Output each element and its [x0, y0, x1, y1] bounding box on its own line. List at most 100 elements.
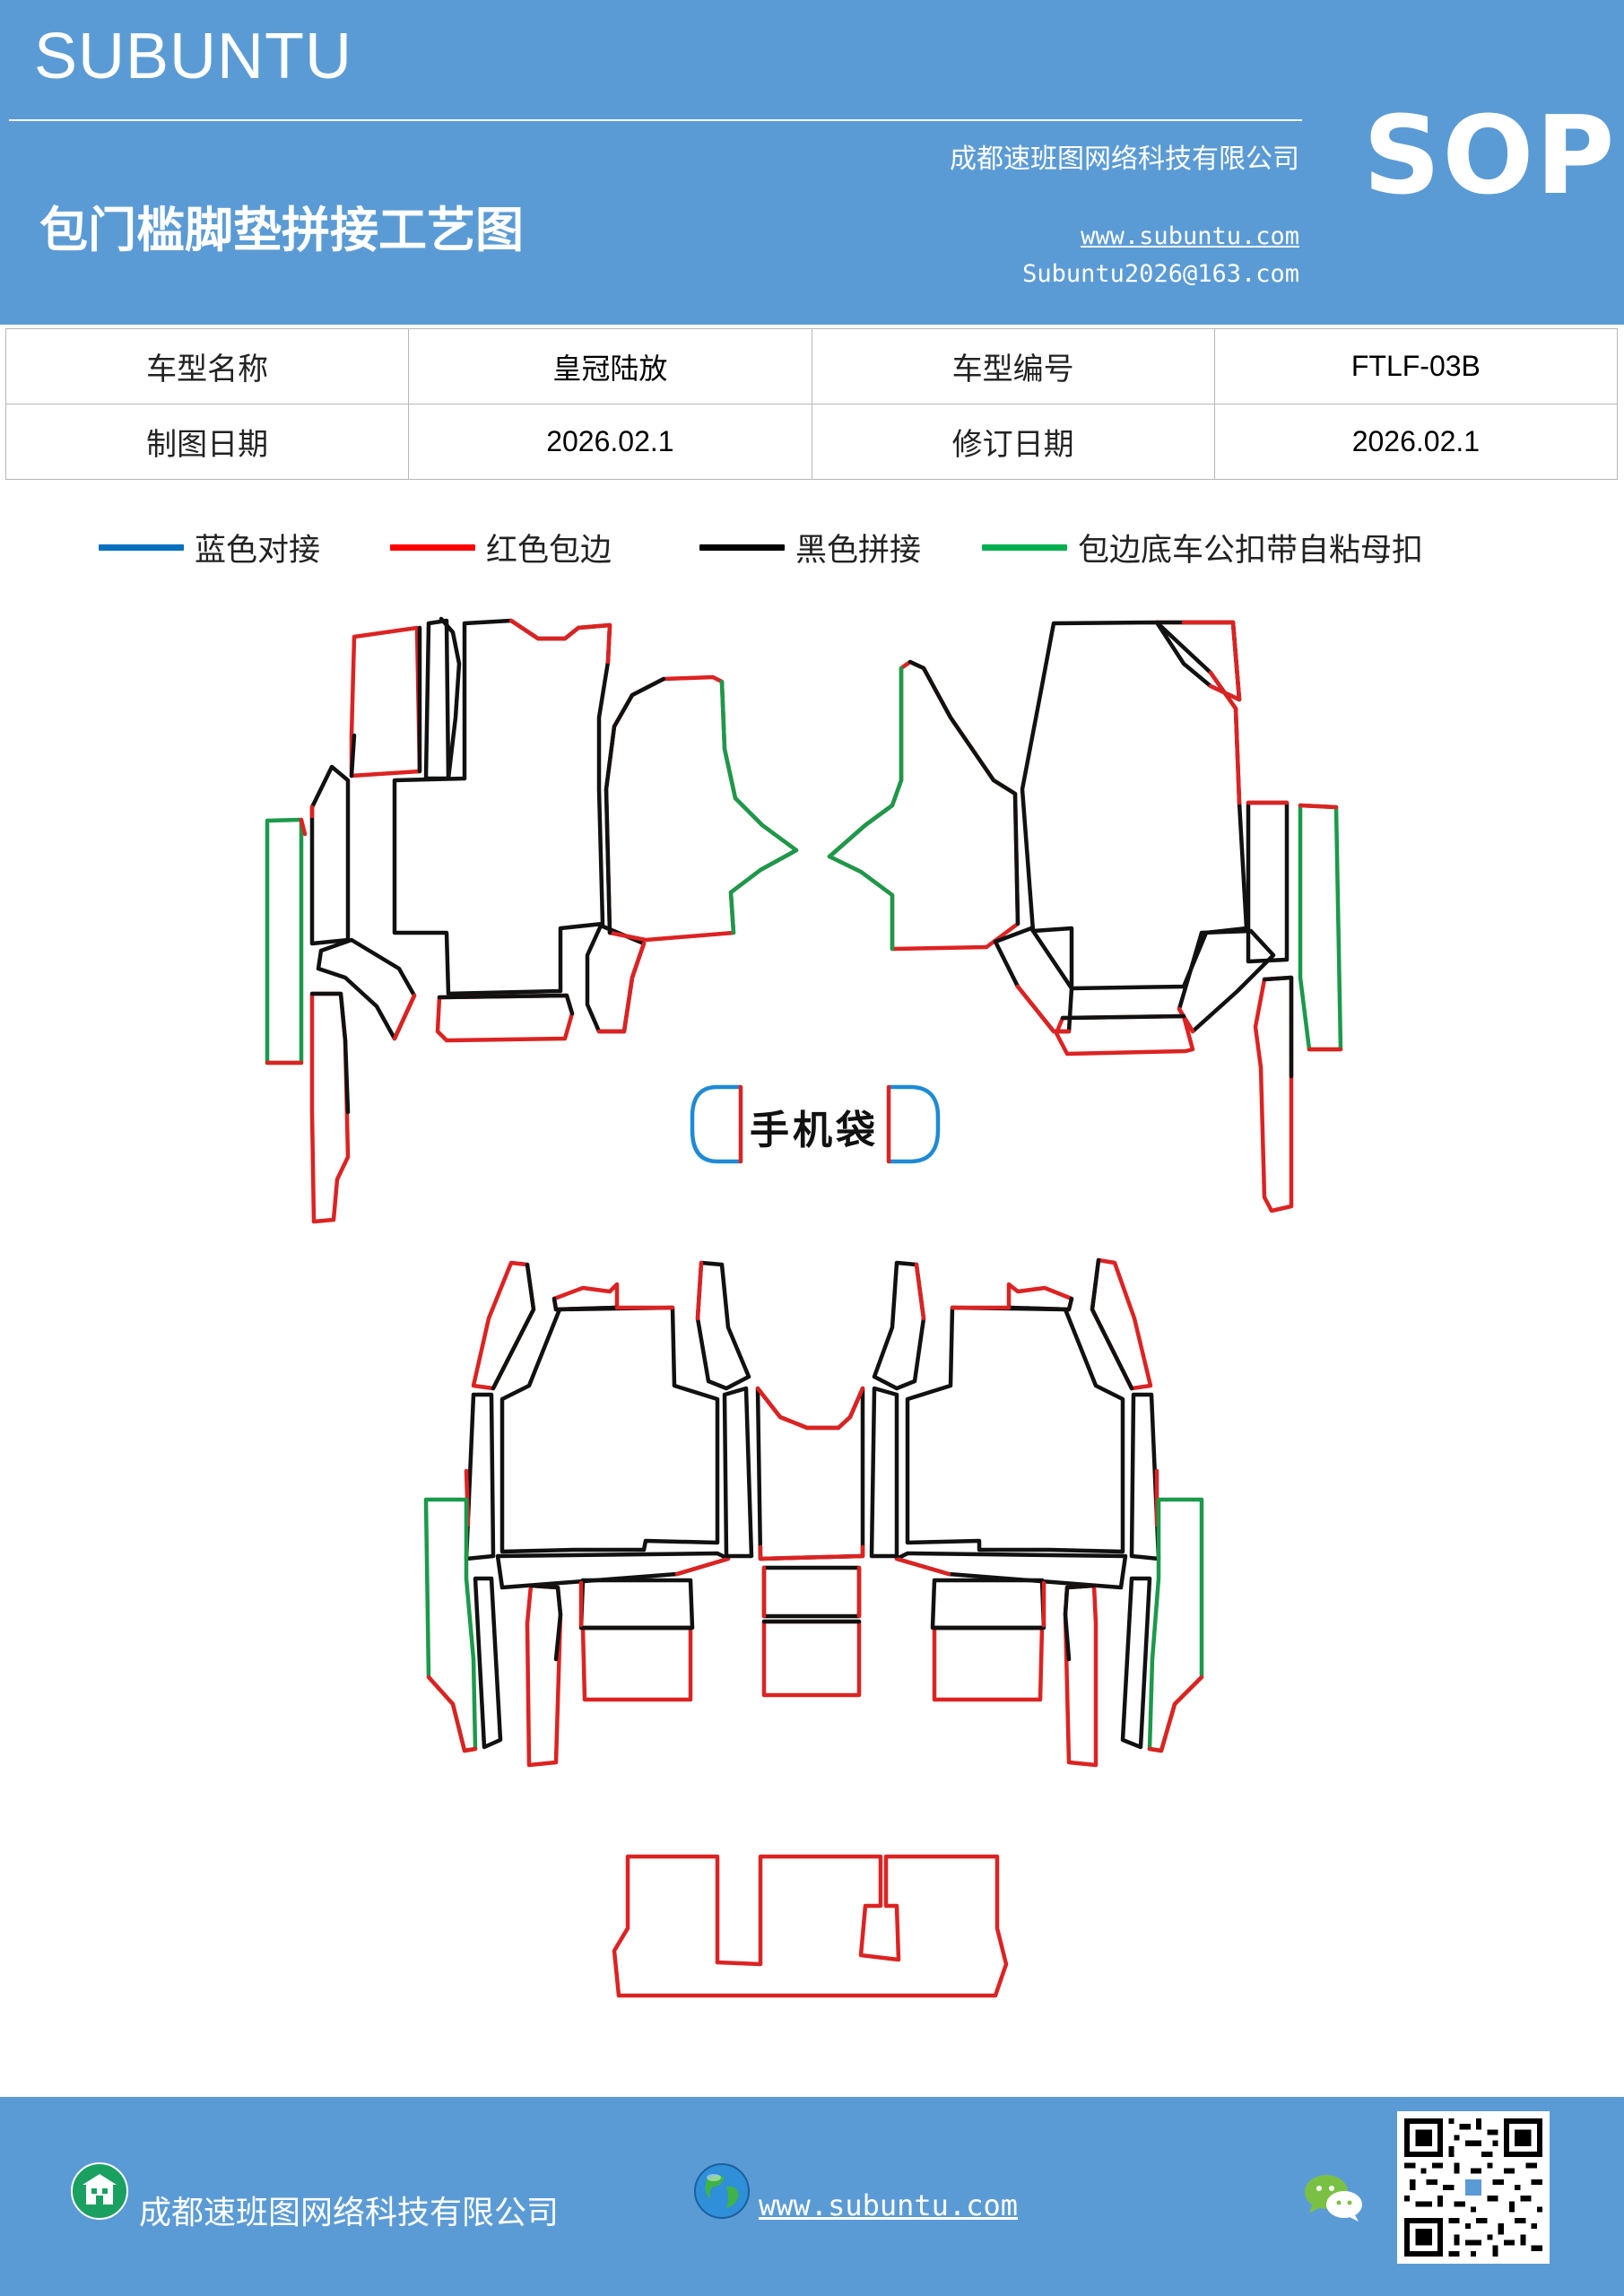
legend-label: 黑色拼接	[795, 532, 922, 569]
mat-edge	[426, 1674, 478, 1753]
legend-swatch	[982, 544, 1067, 551]
mat-seam	[1060, 1013, 1186, 1021]
mat-piece	[722, 1386, 754, 1559]
second-row-mat-group	[423, 1257, 1204, 1768]
mat-edge	[1015, 984, 1072, 1034]
globe-icon	[694, 2163, 750, 2219]
table-row: 制图日期 2026.02.1 修订日期 2026.02.1	[4, 404, 1619, 480]
mat-piece	[1063, 1583, 1099, 1768]
vehicle-info-table: 车型名称 皇冠陆放 车型编号 FTLF-03B 制图日期 2026.02.1 修…	[4, 328, 1619, 480]
mat-edge	[1181, 620, 1242, 702]
mat-piece	[695, 1260, 751, 1391]
third-row-mat-group	[612, 1854, 1009, 1998]
mat-piece	[265, 817, 304, 1065]
table-row: 车型名称 皇冠陆放 车型编号 FTLF-03B	[4, 328, 1619, 404]
sop-badge: SOP	[1363, 94, 1617, 219]
legend-item-green: 包边底车公扣带自粘母扣	[982, 516, 1423, 578]
color-legend: 蓝色对接 红色包边 黑色拼接 包边底车公扣带自粘母扣	[0, 516, 1624, 578]
company-name: 成都速班图网络科技有限公司	[950, 144, 1299, 175]
footer-website-link[interactable]: www.subuntu.com	[759, 2188, 1018, 2222]
mat-piece	[1120, 1576, 1152, 1750]
mat-edge	[719, 679, 799, 935]
mat-piece	[612, 1854, 1009, 1998]
mat-seam	[604, 676, 666, 935]
draw-date-value: 2026.02.1	[408, 404, 812, 480]
model-code-label: 车型编号	[811, 328, 1215, 404]
mat-piece	[932, 1625, 1045, 1702]
mat-edge	[392, 993, 417, 1041]
mat-edge	[674, 1556, 731, 1577]
phone-pocket-group: 手机袋	[690, 1084, 941, 1164]
mat-piece	[604, 674, 799, 943]
floor-mat-diagram: 手机袋	[265, 616, 1343, 1998]
draw-date-label: 制图日期	[4, 404, 410, 480]
legend-swatch	[699, 544, 785, 551]
mat-piece	[1054, 1013, 1195, 1057]
mat-seam	[1262, 975, 1294, 1079]
mat-edge	[1147, 1674, 1204, 1753]
qr-code[interactable]	[1397, 2111, 1550, 2264]
mat-piece	[755, 1386, 865, 1561]
mat-seam	[491, 1262, 536, 1391]
mat-piece	[578, 1578, 695, 1631]
mat-piece	[905, 1305, 1125, 1554]
legend-swatch	[390, 544, 475, 551]
mat-seam	[528, 1583, 563, 1662]
mat-piece	[1006, 1282, 1074, 1312]
mat-edge	[755, 1386, 865, 1561]
mat-edge	[508, 618, 612, 665]
mat-piece	[435, 993, 575, 1043]
mat-piece	[869, 1386, 899, 1559]
footer-banner: 成都速班图网络科技有限公司 www.subuntu.com	[0, 2097, 1624, 2296]
mat-seam	[1063, 1583, 1097, 1662]
header-divider	[9, 119, 1302, 121]
mat-edge	[1154, 620, 1242, 805]
legend-item-red: 红色包边	[390, 516, 612, 578]
legend-item-black: 黑色拼接	[699, 516, 921, 578]
mat-piece	[827, 659, 1020, 952]
mat-piece	[1298, 803, 1343, 1052]
phone-pocket-label: 手机袋	[750, 1108, 879, 1153]
mat-edge	[894, 1556, 951, 1577]
revision-date-value: 2026.02.1	[1213, 404, 1619, 480]
brand-name: SUBUNTU	[34, 21, 353, 92]
legend-item-blue: 蓝色对接	[99, 516, 320, 578]
mat-piece	[551, 1282, 620, 1312]
mat-piece	[1147, 1497, 1204, 1753]
mat-piece	[1253, 975, 1294, 1213]
mat-seam	[437, 993, 575, 1016]
mat-piece	[525, 1583, 563, 1768]
building-icon	[71, 2162, 128, 2220]
mat-piece	[930, 1578, 1046, 1631]
legend-swatch	[99, 544, 184, 551]
mat-piece	[423, 1497, 478, 1753]
mat-piece	[473, 1576, 503, 1750]
mat-edge	[596, 941, 647, 1034]
contact-email: Subuntu2026@163.com	[1022, 260, 1299, 288]
model-name-label: 车型名称	[4, 328, 410, 404]
mat-edge	[1298, 803, 1343, 1052]
mat-piece	[439, 616, 462, 781]
website-link[interactable]: www.subuntu.com	[1081, 222, 1299, 250]
mat-seam	[309, 991, 351, 1115]
footer-company-name: 成都速班图网络科技有限公司	[139, 2195, 560, 2231]
mat-piece	[1246, 800, 1290, 964]
model-name-value: 皇冠陆放	[408, 328, 812, 404]
mat-piece	[993, 926, 1074, 1034]
front-right-mat-group	[827, 620, 1343, 1213]
wechat-icon	[1305, 2175, 1362, 2222]
revision-date-label: 修订日期	[811, 404, 1215, 480]
mat-seam	[1090, 1257, 1134, 1391]
mat-piece	[349, 625, 422, 778]
legend-label: 包边底车公扣带自粘母扣	[1078, 532, 1424, 569]
mat-edge	[827, 665, 904, 952]
mat-edge	[914, 1262, 926, 1321]
mat-piece	[309, 764, 351, 946]
mat-piece	[585, 923, 647, 1034]
mat-piece	[580, 1625, 693, 1702]
legend-label: 红色包边	[486, 532, 612, 569]
mat-seam	[908, 659, 1020, 926]
phone-pocket-left	[690, 1084, 743, 1164]
mat-piece	[761, 1619, 862, 1698]
legend-label: 蓝色对接	[195, 532, 321, 569]
